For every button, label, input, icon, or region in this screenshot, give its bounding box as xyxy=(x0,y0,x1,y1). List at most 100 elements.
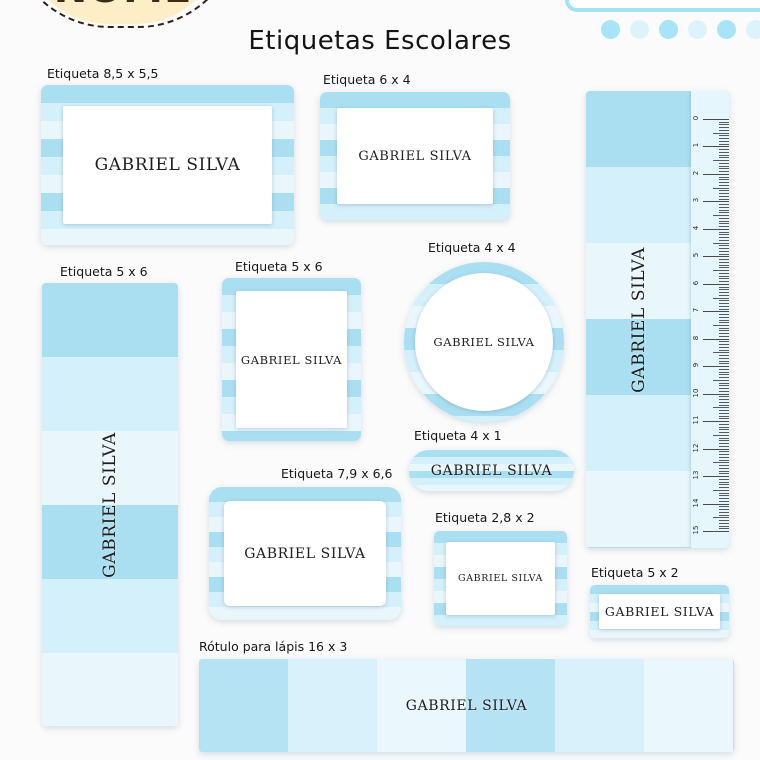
ruler-tick-minor xyxy=(719,437,729,439)
caption-etiqueta-2-8x2: Etiqueta 2,8 x 2 xyxy=(435,510,535,525)
ruler-tick-minor xyxy=(719,355,729,357)
ruler-tick-minor xyxy=(719,374,729,376)
ruler-tick-minor xyxy=(719,248,729,250)
ruler-tick-minor xyxy=(719,368,729,370)
ruler-tick-minor xyxy=(719,396,729,398)
ruler-tick-minor xyxy=(713,434,729,436)
label-card-etiqueta-5x2[interactable]: GABRIEL SILVA xyxy=(590,585,729,638)
ruler-tick-minor xyxy=(719,264,729,266)
ruler-tick-minor xyxy=(719,250,729,252)
ruler-tick-minor xyxy=(719,314,729,315)
ruler-tick-minor xyxy=(719,426,729,428)
ruler-tick-minor xyxy=(719,278,729,280)
caption-etiqueta-7-9x6-6: Etiqueta 7,9 x 6,6 xyxy=(281,466,393,481)
ruler-tick-minor xyxy=(719,154,729,156)
ruler-tick-minor xyxy=(719,220,729,222)
ruler-tick-label: 13 xyxy=(692,470,700,480)
label-card-etiqueta-4x1[interactable]: GABRIEL SILVA xyxy=(409,450,574,491)
ruler-tick-label: 14 xyxy=(692,498,700,507)
caption-etiqueta-6x4: Etiqueta 6 x 4 xyxy=(323,72,411,87)
label-card-etiqueta-4x4[interactable]: GABRIEL SILVA xyxy=(404,262,564,422)
ruler-tick-minor xyxy=(719,289,729,291)
ruler-tick-major xyxy=(703,476,729,478)
ruler-tick-minor xyxy=(719,303,729,305)
label-card-etiqueta-5x6-mid[interactable]: GABRIEL SILVA xyxy=(222,278,361,441)
ruler-tick-label: 6 xyxy=(692,280,700,286)
label-name-text: GABRIEL SILVA xyxy=(433,335,535,349)
ruler-tick-minor xyxy=(719,217,729,219)
ruler-tick-minor xyxy=(719,121,729,123)
ruler-tick-minor xyxy=(719,382,729,384)
ruler-tick-minor xyxy=(719,492,729,494)
ruler-tick-label: 7 xyxy=(692,308,700,313)
header-dot xyxy=(688,20,707,39)
label-name-holder: GABRIEL SILVA xyxy=(586,91,691,548)
ruler-tick-minor xyxy=(719,410,729,412)
ruler-tick-minor xyxy=(719,487,729,489)
label-card-rotulo-lapis-16x3[interactable]: GABRIEL SILVA xyxy=(199,659,734,752)
ruler-tick-minor xyxy=(719,308,729,310)
label-card-etiqueta-2-8x2[interactable]: GABRIEL SILVA xyxy=(434,531,567,626)
ruler-tick-minor xyxy=(719,319,729,321)
ruler-tick-minor xyxy=(719,509,729,511)
ruler-tick-minor xyxy=(719,412,729,414)
ruler-tick-minor xyxy=(719,272,729,274)
ruler-tick-minor xyxy=(719,281,729,283)
ruler-tick-minor xyxy=(719,245,729,247)
ruler-tick-minor xyxy=(719,193,729,195)
ruler-tick-minor xyxy=(719,231,729,233)
label-name-text: GABRIEL SILVA xyxy=(604,604,715,619)
ruler-tick-minor xyxy=(719,157,729,159)
ruler-tick-minor xyxy=(719,190,729,192)
ruler-tick-minor xyxy=(719,223,729,225)
ruler-tick-minor xyxy=(719,377,729,379)
ruler-tick-minor xyxy=(719,467,729,469)
ruler-tick-minor xyxy=(719,357,729,359)
caption-etiqueta-4x4: Etiqueta 4 x 4 xyxy=(428,240,516,255)
label-card-etiqueta-7-9x6-6[interactable]: GABRIEL SILVA xyxy=(209,487,401,620)
ruler-tick-minor xyxy=(719,305,729,307)
label-card-etiqueta-8-5x5-5[interactable]: GABRIEL SILVA xyxy=(41,85,294,245)
ruler-tick-minor xyxy=(719,182,729,184)
ruler-tick-label: 11 xyxy=(692,415,700,425)
label-card-etiqueta-5x6-left[interactable]: GABRIEL SILVA xyxy=(42,283,178,726)
ruler-tick-minor xyxy=(719,440,729,442)
ruler-tick-minor xyxy=(713,187,729,189)
ruler-tick-minor xyxy=(719,495,729,497)
ruler-tick-major xyxy=(703,338,729,340)
label-name-text: GABRIEL SILVA xyxy=(244,545,366,562)
ruler-tick-minor xyxy=(719,261,729,263)
ruler-tick-minor xyxy=(713,215,729,217)
ruler-tick-minor xyxy=(719,294,729,296)
ruler-tick-minor xyxy=(719,520,729,521)
label-inner-panel: GABRIEL SILVA xyxy=(236,291,347,428)
header-dot-row xyxy=(601,20,760,39)
ruler-tick-major xyxy=(703,228,729,230)
ruler-tick-minor xyxy=(719,267,729,269)
page-title: Etiquetas Escolares xyxy=(248,26,512,56)
ruler-tick-major xyxy=(703,146,729,148)
label-card-etiqueta-6x4[interactable]: GABRIEL SILVA xyxy=(320,92,510,220)
ruler-tick-label: 9 xyxy=(692,362,700,368)
ruler-tick-label: 3 xyxy=(692,198,700,203)
ruler-tick-minor xyxy=(719,259,729,261)
ruler-tick-minor xyxy=(719,465,729,467)
label-inner-panel: GABRIEL SILVA xyxy=(63,106,272,224)
header-dot xyxy=(601,20,620,39)
ruler-tick-minor xyxy=(719,239,729,241)
ruler-tick-major xyxy=(703,448,729,450)
ruler-tick-minor xyxy=(719,454,729,456)
ruler-tick-minor xyxy=(719,346,729,348)
ruler-tick-label: 4 xyxy=(692,225,700,231)
ruler-tick-minor xyxy=(719,135,729,137)
caption-etiqueta-4x1: Etiqueta 4 x 1 xyxy=(414,428,502,443)
ruler-tick-minor xyxy=(719,234,729,236)
label-name-text: GABRIEL SILVA xyxy=(240,352,343,367)
ruler-tick-minor xyxy=(719,124,729,126)
ruler-tick-minor xyxy=(713,407,729,409)
header-dot xyxy=(746,20,760,39)
ruler-tick-minor xyxy=(713,297,729,299)
ruler-tick-minor xyxy=(719,528,729,530)
